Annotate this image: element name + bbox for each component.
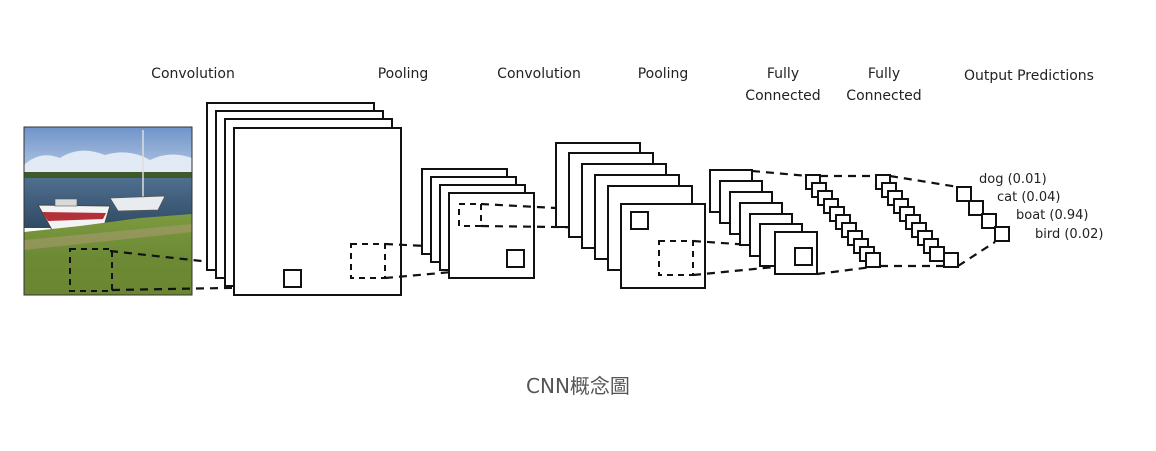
pool1-kernel-box <box>506 249 525 268</box>
conv1-pool-field <box>350 243 386 279</box>
stage-label-fully-connected-2-line2: Connected <box>846 88 921 104</box>
stage-label-output-predictions: Output Predictions <box>964 68 1094 84</box>
pool1-feature-maps <box>421 168 535 279</box>
stage-label-fully-connected-2-line1: Fully <box>868 66 900 82</box>
figure-caption: CNN概念圖 <box>526 374 630 398</box>
prediction-boat: boat (0.94) <box>1016 208 1089 223</box>
conv1-feature-maps <box>206 102 402 296</box>
stage-label-convolution-2: Convolution <box>497 66 581 82</box>
conv2-feature-maps <box>555 142 706 289</box>
connector-lines-5 <box>751 169 881 276</box>
connector-lines-6 <box>820 174 948 268</box>
pool1-receptive-field <box>458 203 482 227</box>
stage-label-fully-connected-1-line2: Connected <box>745 88 820 104</box>
prediction-cat: cat (0.04) <box>997 190 1060 205</box>
stage-label-pooling-1: Pooling <box>378 66 429 82</box>
output-neuron-bird <box>994 226 1010 242</box>
output-neuron-boat <box>981 213 997 229</box>
pool2-feature-maps <box>709 169 818 275</box>
pool2-kernel-box <box>794 247 813 266</box>
conv1-kernel-box <box>283 269 302 288</box>
input-receptive-field <box>69 248 113 292</box>
conv2-kernel-box <box>630 211 649 230</box>
input-photo <box>23 126 193 296</box>
stage-label-pooling-2: Pooling <box>638 66 689 82</box>
output-neuron-cat <box>968 200 984 216</box>
stage-label-convolution-1: Convolution <box>151 66 235 82</box>
output-neurons <box>956 186 1010 242</box>
stage-label-fully-connected-1-line1: Fully <box>767 66 799 82</box>
prediction-dog: dog (0.01) <box>979 172 1047 187</box>
output-neuron-dog <box>956 186 972 202</box>
connector-lines-7 <box>889 174 996 267</box>
prediction-bird: bird (0.02) <box>1035 227 1103 242</box>
fc2-neurons <box>875 174 959 268</box>
conv2-pool-field <box>658 240 694 276</box>
fc1-neurons <box>805 174 881 268</box>
